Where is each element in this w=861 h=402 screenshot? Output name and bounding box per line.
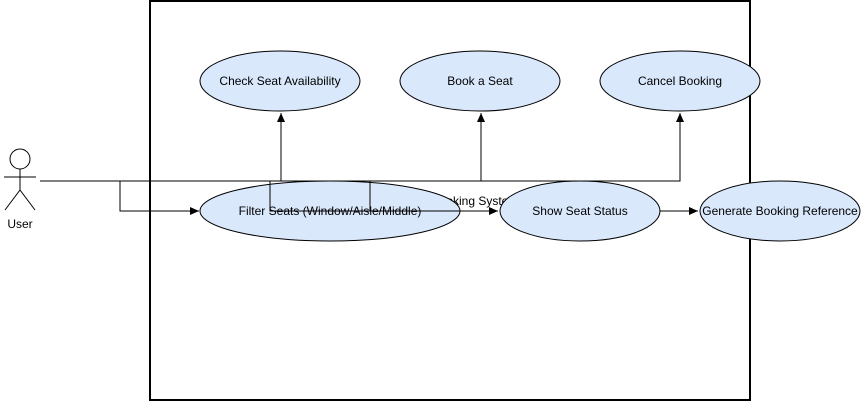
use-case-label: Check Seat Availability <box>219 74 340 88</box>
use-case-label: Show Seat Status <box>532 204 627 218</box>
use-case-show-seat-status[interactable]: Show Seat Status <box>499 180 661 242</box>
connector-filter-to-status <box>269 181 498 215</box>
use-case-cancel-booking[interactable]: Cancel Booking <box>599 50 761 112</box>
connector-user-main <box>40 113 684 182</box>
actor-right-leg <box>19 189 36 211</box>
actor-head <box>9 148 31 170</box>
connectors <box>40 113 684 215</box>
use-case-label: Cancel Booking <box>638 74 722 88</box>
use-case-check-seat-availability[interactable]: Check Seat Availability <box>199 50 361 112</box>
use-case-generate-booking-reference[interactable]: Generate Booking Reference <box>699 180 861 242</box>
use-case-book-a-seat[interactable]: Book a Seat <box>399 50 561 112</box>
actor-label: User <box>7 217 32 231</box>
connector-to-filter-seats <box>119 181 199 215</box>
use-case-label: Generate Booking Reference <box>702 204 858 218</box>
use-case-label: Book a Seat <box>447 74 513 88</box>
actor-left-leg <box>4 189 21 211</box>
connectors-overlay <box>269 181 698 215</box>
user-actor[interactable]: User <box>4 148 36 231</box>
